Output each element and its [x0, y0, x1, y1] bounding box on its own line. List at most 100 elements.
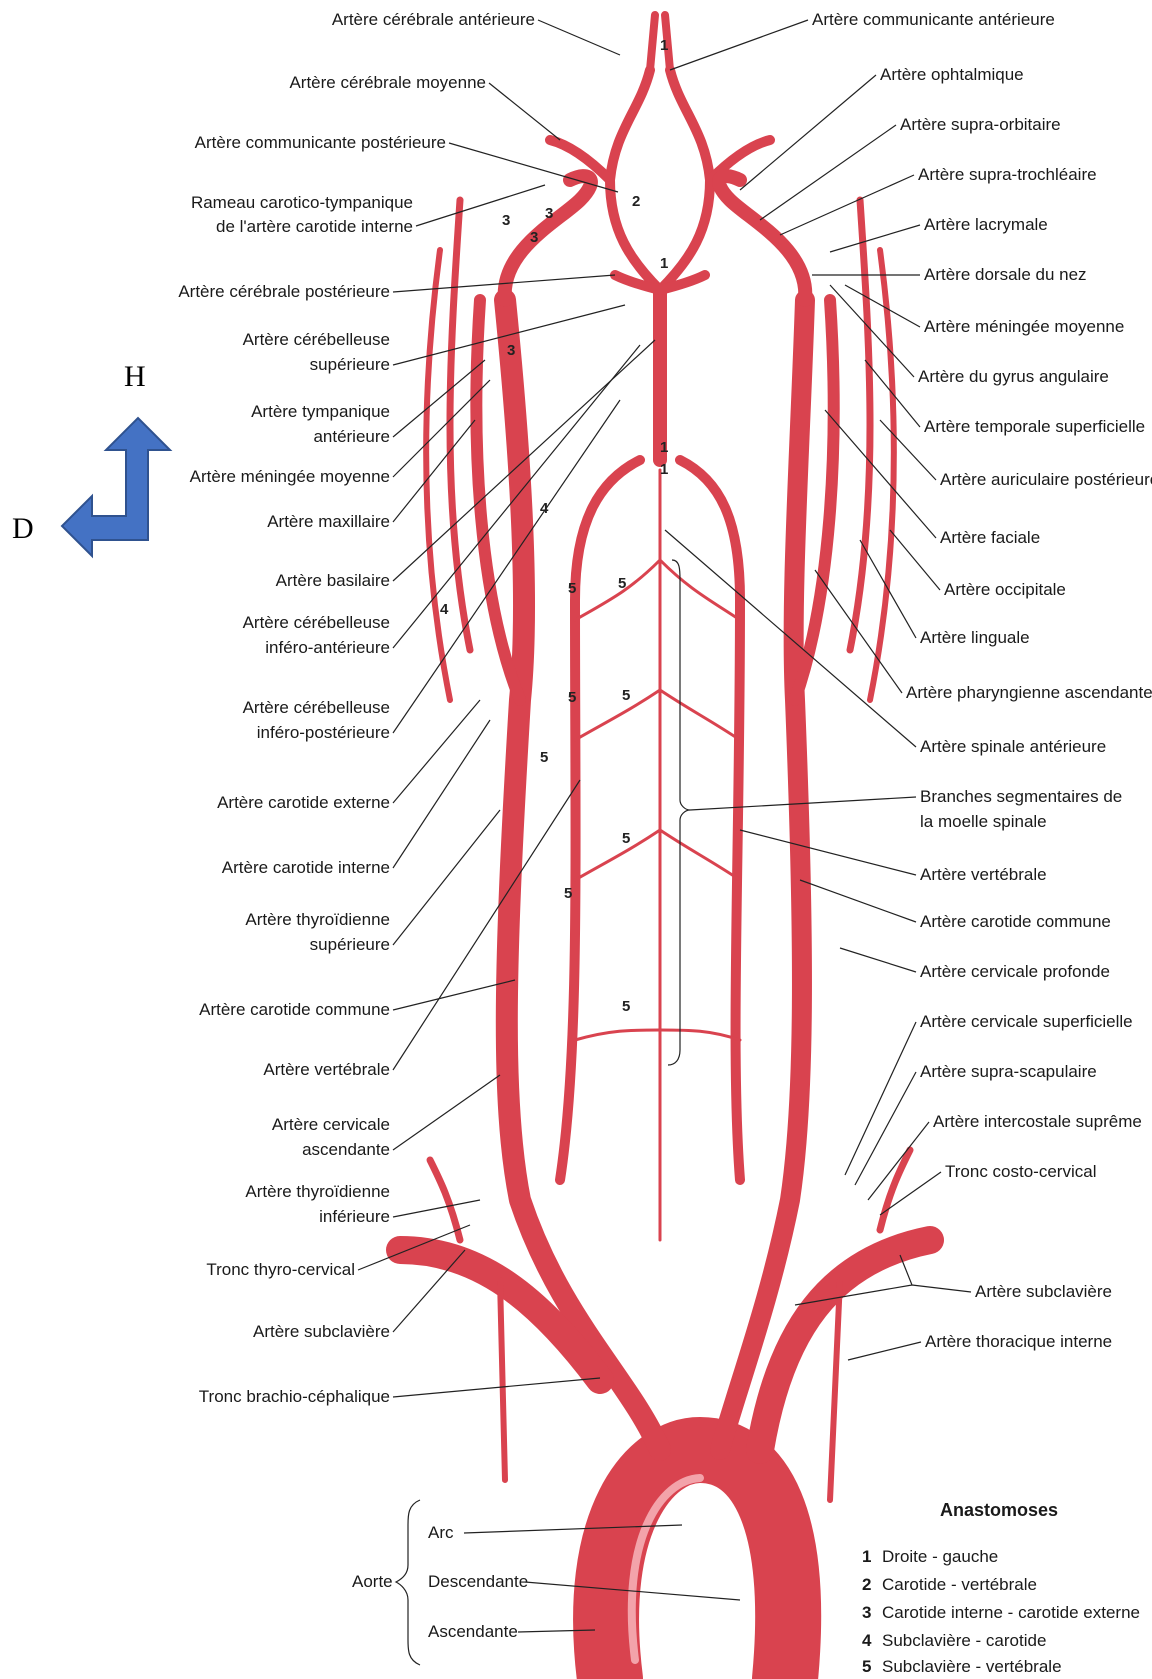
- segmental-branch: [575, 830, 740, 880]
- label-anterior-communicating: Artère communicante antérieure: [812, 10, 1055, 29]
- anastomosis-number: 5: [564, 885, 572, 902]
- leader-line: [825, 410, 936, 538]
- right-superficial-temporal: [450, 200, 470, 650]
- posterior-cerebral-arteries: [615, 275, 705, 290]
- legend-text: Subclavière - carotide: [882, 1631, 1046, 1650]
- leader-line: [848, 1342, 921, 1360]
- label-superior-cerebellar-1: Artère cérébelleuse: [243, 330, 390, 349]
- label-angular-gyrus: Artère du gyrus angulaire: [918, 367, 1109, 386]
- label-supraorbital: Artère supra-orbitaire: [900, 115, 1061, 134]
- label-inferior-thyroid-1: Artère thyroïdienne: [245, 1182, 390, 1201]
- label-common-carotid-left: Artère carotide commune: [199, 1000, 390, 1019]
- label-middle-meningeal-right: Artère méningée moyenne: [924, 317, 1124, 336]
- leader-line: [740, 75, 876, 190]
- label-basilar: Artère basilaire: [276, 571, 390, 590]
- aortic-arch-inner: [657, 1615, 747, 1675]
- label-facial: Artère faciale: [940, 528, 1040, 547]
- anastomoses-legend: Anastomoses 1 Droite - gauche 2 Carotide…: [862, 1500, 1140, 1676]
- anastomosis-number: 5: [568, 689, 576, 706]
- segmental-branch: [575, 1030, 740, 1040]
- segmental-branch: [575, 560, 740, 620]
- legend-text: Carotide - vertébrale: [882, 1575, 1037, 1594]
- label-brachiocephalic: Tronc brachio-céphalique: [199, 1387, 390, 1406]
- leader-line: [489, 83, 560, 140]
- legend-title: Anastomoses: [940, 1500, 1058, 1520]
- label-subclavian-left: Artère subclavière: [253, 1322, 390, 1341]
- anastomosis-number: 5: [622, 998, 630, 1015]
- anastomosis-number: 4: [440, 601, 449, 618]
- left-subclavian: [760, 1240, 930, 1450]
- label-middle-meningeal-left: Artère méningée moyenne: [190, 467, 390, 486]
- label-vertebral-right: Artère vertébrale: [920, 865, 1047, 884]
- label-segmental-2: la moelle spinale: [920, 812, 1047, 831]
- leader-line: [538, 20, 620, 55]
- right-occipital: [426, 250, 450, 700]
- left-costocervical-trunk: [880, 1150, 910, 1230]
- label-suprascapular: Artère supra-scapulaire: [920, 1062, 1097, 1081]
- anastomosis-number: 3: [530, 229, 538, 246]
- anastomosis-number: 3: [507, 342, 515, 359]
- label-ascending-cervical-1: Artère cervicale: [272, 1115, 390, 1134]
- anastomosis-number: 5: [622, 830, 630, 847]
- aorta-part-descending: Descendante: [428, 1572, 528, 1591]
- leader-line: [868, 1122, 929, 1200]
- legend-text: Droite - gauche: [882, 1547, 998, 1566]
- label-costocervical: Tronc costo-cervical: [945, 1162, 1096, 1181]
- leader-line: [760, 125, 896, 220]
- label-lacrimal: Artère lacrymale: [924, 215, 1048, 234]
- segmental-branch: [575, 690, 740, 740]
- leader-line: [416, 185, 545, 226]
- left-superficial-temporal: [850, 200, 870, 650]
- aorta-part-arc: Arc: [428, 1523, 454, 1542]
- label-pica-1: Artère cérébelleuse: [243, 698, 390, 717]
- label-ascending-cervical-2: ascendante: [302, 1140, 390, 1159]
- label-segmental-1: Branches segmentaires de: [920, 787, 1122, 806]
- label-posterior-cerebral: Artère cérébrale postérieure: [178, 282, 390, 301]
- label-vertebral-left: Artère vertébrale: [263, 1060, 390, 1079]
- anastomosis-number: 1: [660, 255, 668, 272]
- label-anterior-cerebral: Artère cérébrale antérieure: [332, 10, 535, 29]
- orientation-arrow: [62, 418, 170, 556]
- label-supratrochlear: Artère supra-trochléaire: [918, 165, 1097, 184]
- legend-text: Subclavière - vertébrale: [882, 1657, 1062, 1676]
- left-internal-thoracic: [830, 1280, 840, 1500]
- leader-line: [393, 1378, 600, 1397]
- label-ascending-pharyngeal: Artère pharyngienne ascendante: [906, 683, 1152, 702]
- orientation-left-letter: D: [12, 512, 34, 545]
- legend-number: 1: [862, 1547, 871, 1566]
- label-posterior-communicating: Artère communicante postérieure: [195, 133, 446, 152]
- anastomosis-number: 5: [540, 749, 548, 766]
- right-internal-thoracic: [500, 1280, 505, 1480]
- left-carotid-siphon: [719, 176, 805, 300]
- anastomosis-number: 1: [660, 439, 668, 456]
- aorta-part-ascending: Ascendante: [428, 1622, 518, 1641]
- label-aica-1: Artère cérébelleuse: [243, 613, 390, 632]
- left-labels: Artère cérébrale antérieure Artère céréb…: [178, 10, 655, 1406]
- aorta-brace: [396, 1500, 420, 1665]
- label-external-carotid: Artère carotide externe: [217, 793, 390, 812]
- anastomosis-numbers: 1 2 3 3 3 1 3 1 1 4 4 5 5 5 5 5 5 5 5: [440, 37, 668, 1015]
- label-carotico-tympanic-2: de l'artère carotide interne: [216, 217, 413, 236]
- label-deep-cervical: Artère cervicale profonde: [920, 962, 1110, 981]
- anastomosis-number: 5: [618, 575, 626, 592]
- segmental-brace: [668, 560, 690, 1065]
- label-occipital: Artère occipitale: [944, 580, 1066, 599]
- legend-number: 4: [862, 1631, 872, 1650]
- leader-line: [393, 810, 500, 945]
- label-anterior-spinal: Artère spinale antérieure: [920, 737, 1106, 756]
- label-ophthalmic: Artère ophtalmique: [880, 65, 1024, 84]
- label-anterior-tympanic-1: Artère tympanique: [251, 402, 390, 421]
- anastomosis-number: 2: [632, 193, 640, 210]
- legend-text: Carotide interne - carotide externe: [882, 1603, 1140, 1622]
- label-supreme-intercostal: Artère intercostale suprême: [933, 1112, 1142, 1131]
- leader-line: [393, 1075, 500, 1150]
- label-internal-thoracic: Artère thoracique interne: [925, 1332, 1112, 1351]
- anastomosis-number: 3: [545, 205, 553, 222]
- label-superficial-cervical: Artère cervicale superficielle: [920, 1012, 1133, 1031]
- label-maxillary: Artère maxillaire: [267, 512, 390, 531]
- label-inferior-thyroid-2: inférieure: [319, 1207, 390, 1226]
- aorta-label: Aorte: [352, 1572, 393, 1591]
- anastomosis-number: 1: [660, 37, 668, 54]
- leader-line: [393, 700, 480, 803]
- label-superior-thyroid-1: Artère thyroïdienne: [245, 910, 390, 929]
